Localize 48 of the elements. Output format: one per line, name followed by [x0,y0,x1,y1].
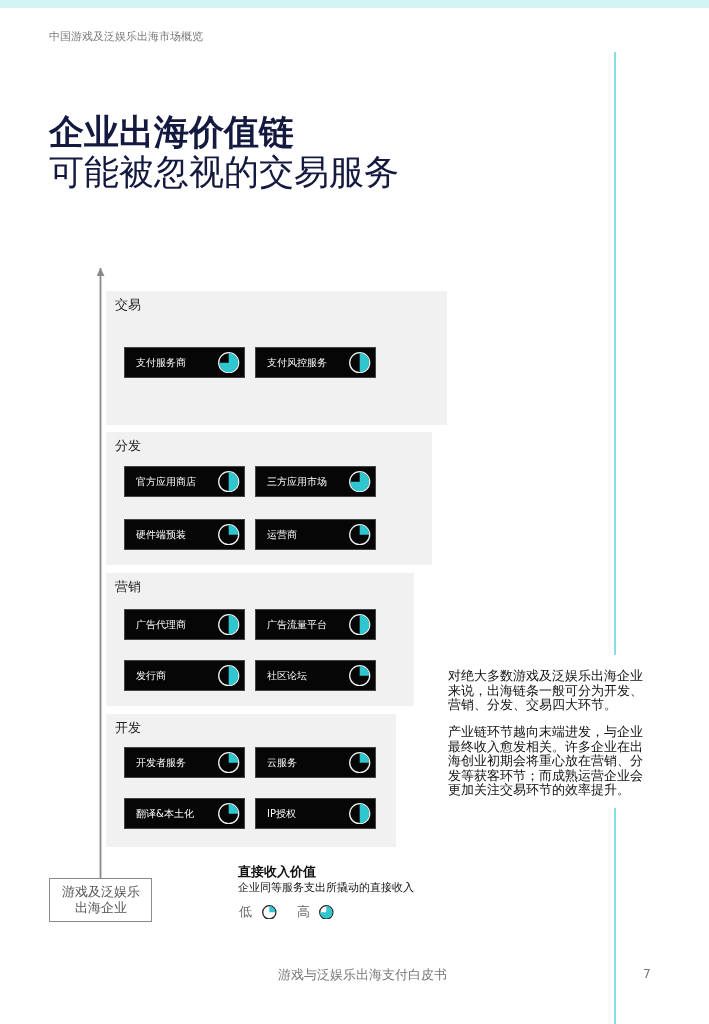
service-card [255,798,376,829]
legend-title: 直接收入价值 [238,864,316,880]
service-label: 硬件端预装 [136,528,186,542]
service-label: 支付风控服务 [267,356,327,370]
service-card [124,660,245,691]
body-paragraph: 对绝大多数游戏及泛娱乐出海企业来说，出海链条一般可分为开发、营销、分发、交易四大环节。 [448,669,644,713]
stage-heading: 开发 [115,720,141,735]
stage-panel [106,714,396,847]
running-header: 中国游戏及泛娱乐出海市场概览 [49,30,203,43]
service-label: 官方应用商店 [136,475,196,489]
stage-heading: 分发 [115,438,141,453]
legend-subtitle: 企业同等服务支出所撬动的直接收入 [238,881,414,894]
service-label: 广告流量平台 [267,618,327,632]
legend-label: 高 [297,904,310,919]
service-label: IP授权 [267,807,296,821]
service-label: 开发者服务 [136,756,186,770]
service-label: 运营商 [267,528,297,542]
service-card [255,747,376,778]
service-card [255,660,376,691]
service-card [124,519,245,550]
service-card [124,609,245,640]
service-label: 翻译&本土化 [136,807,194,821]
service-card [124,747,245,778]
page-title: 企业出海价值链可能被忽视的交易服务 [49,112,399,192]
service-card [255,519,376,550]
service-card [124,347,245,378]
service-card [255,466,376,497]
service-card [255,347,376,378]
legend-label: 低 [239,904,252,919]
service-label: 三方应用市场 [267,475,327,489]
stage-heading: 营销 [115,579,141,594]
service-label: 发行商 [136,669,166,683]
service-label: 支付服务商 [136,356,186,370]
company-label: 游戏及泛娱乐出海企业 [60,884,141,916]
service-card [124,466,245,497]
body-paragraph: 产业链环节越向末端进发，与企业最终收入愈发相关。许多企业在出海创业初期会将重心放在营销、分发等获客环节；而成熟运营企业会更加关注交易环节的效率提升。 [448,725,644,798]
stage-panel [106,291,447,425]
stage-heading: 交易 [115,297,141,312]
company-box [49,878,152,922]
page-number: 7 [643,967,651,982]
stage-panel [106,573,414,706]
service-label: 社区论坛 [267,669,307,683]
service-card [124,798,245,829]
running-footer: 游戏与泛娱乐出海支付白皮书 [278,967,447,982]
service-label: 云服务 [267,756,297,770]
service-card [255,609,376,640]
stage-panel [106,432,432,565]
service-label: 广告代理商 [136,618,186,632]
